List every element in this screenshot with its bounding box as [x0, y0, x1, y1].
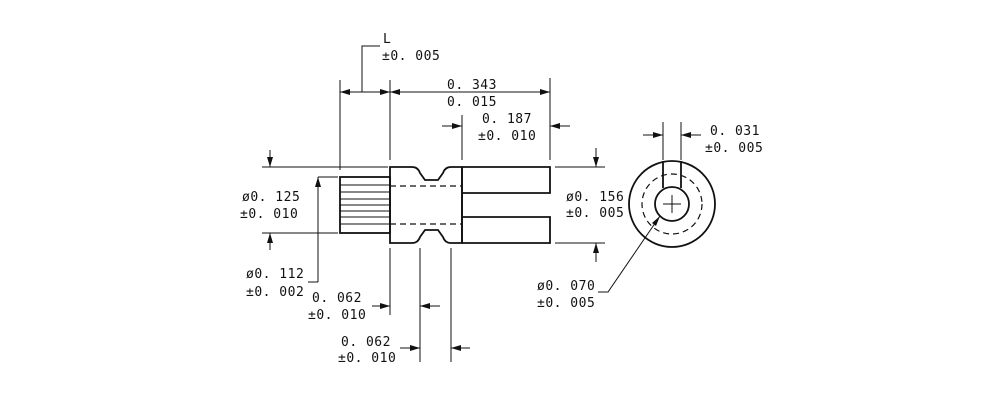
dim-slot-width: 0. 031 ±0. 005 [643, 122, 763, 160]
outer-dia-right-line2: ±0. 005 [566, 206, 624, 221]
inner-dia-line2: ±0. 002 [246, 285, 304, 300]
fork-outline [462, 166, 551, 244]
knurl-lines [340, 184, 390, 225]
length-L-line2: ±0. 005 [382, 49, 440, 64]
collar-width-1-line2: ±0. 010 [308, 308, 366, 323]
slot-width-line2: ±0. 005 [705, 141, 763, 156]
end-view-outer-circle [628, 160, 716, 248]
collar-width-1-line1: 0. 062 [312, 291, 362, 306]
dim-collar-width-1: 0. 062 ±0. 010 [308, 248, 440, 323]
slot-depth-line1: 0. 187 [482, 112, 532, 127]
outer-dia-left-line1: ø0. 125 [242, 190, 300, 205]
end-view-hidden-circle [641, 173, 703, 235]
collar-outline [389, 166, 463, 244]
slot-width-line1: 0. 031 [710, 124, 760, 139]
hole-dia-line2: ±0. 005 [537, 296, 595, 311]
dim-length-L: L ±0. 005 [339, 32, 440, 170]
inner-dia-line1: ø0. 112 [246, 267, 304, 282]
dim-outer-dia-left: ø0. 125 ±0. 010 [240, 150, 388, 250]
outer-dia-right-line1: ø0. 156 [566, 190, 624, 205]
outer-dia-left-line2: ±0. 010 [240, 207, 298, 222]
end-view [628, 160, 716, 248]
dim-collar-width-2: 0. 062 ±0. 010 [338, 248, 470, 366]
hole-dia-line1: ø0. 070 [537, 279, 595, 294]
collar-width-2-line1: 0. 062 [341, 335, 391, 350]
dim-slot-depth: 0. 187 ±0. 010 [442, 112, 570, 160]
dim-inner-dia: ø0. 112 ±0. 002 [246, 176, 338, 300]
dim-hole-dia: ø0. 070 ±0. 005 [537, 215, 661, 311]
end-view-hole [654, 186, 690, 222]
collar-width-2-line2: ±0. 010 [338, 351, 396, 366]
dim-overall-length: 0. 343 0. 015 [390, 78, 551, 160]
length-L-line1: L [383, 32, 391, 47]
slot-depth-line2: ±0. 010 [478, 129, 536, 144]
side-view [339, 166, 551, 244]
overall-length-line2: 0. 015 [447, 95, 497, 110]
dim-outer-dia-right: ø0. 156 ±0. 005 [555, 148, 624, 262]
overall-length-line1: 0. 343 [447, 78, 497, 93]
